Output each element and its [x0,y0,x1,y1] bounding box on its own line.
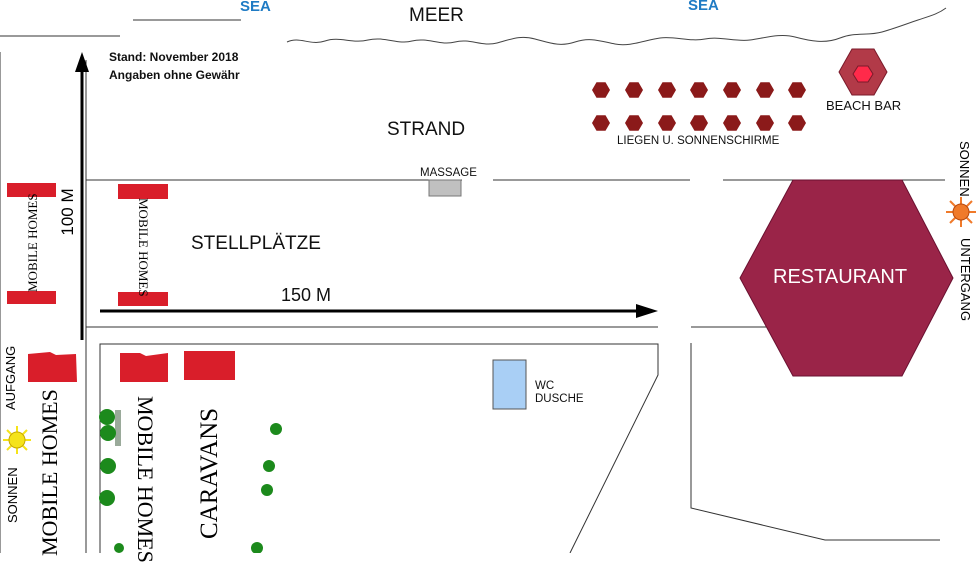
meer-label: MEER [409,5,464,26]
sunrise-sun-icon [3,426,31,454]
parasol-icon [788,115,806,131]
parasol-icon [592,82,610,98]
tree-icon [270,423,282,435]
shrub-marker [115,410,121,446]
parasol-icon [658,115,676,131]
tree-icon [100,425,116,441]
sea-label-left: SEA [240,0,271,15]
restaurant-hexagon [739,179,954,377]
mobile-home-top-right-a [118,184,168,199]
parasol-icon [690,82,708,98]
parasol-icon [690,115,708,131]
parasol-icon [592,115,610,131]
arrow-150m-head [636,304,658,318]
parasol-icon [625,82,643,98]
lower-block-outline [99,343,659,553]
sunrise-label-2: SONNEN [5,467,20,523]
dusche-label: DUSCHE [535,393,584,405]
beach-bar-inner-icon [852,65,874,83]
sea-label-right: SEA [688,0,719,14]
restaurant-label: RESTAURANT [773,266,908,288]
parasol-icon [658,82,676,98]
wc-label: WC [535,380,555,392]
tree-icon [100,458,116,474]
beach-bar-label: BEACH BAR [826,98,902,113]
tree-icon [114,543,124,553]
massage-hut [428,179,462,197]
parasol-icon [756,82,774,98]
mobile-home-lower-a [28,352,77,382]
mobile-home-top-right-b [118,292,168,306]
liegen-label: LIEGEN U. SONNENSCHIRME [617,135,780,147]
parasol-icon [723,115,741,131]
mobile-homes-label-lower-right: MOBILE HOMES [133,396,158,563]
tree-icon [99,490,115,506]
massage-label: MASSAGE [420,167,477,179]
sunset-label-2: UNTERGANG [958,238,973,322]
wc-building [492,359,527,410]
strand-label: STRAND [387,119,466,140]
mobile-homes-label-lower-left: MOBILE HOMES [37,389,62,556]
tree-icon [261,484,273,496]
dimension-150m: 150 M [281,285,332,305]
mobile-homes-label-upper-left: MOBILE HOMES [25,193,40,292]
sunset-sun-icon [946,197,976,227]
arrow-100m-head [75,52,89,72]
tree-group [99,409,282,553]
dimension-100m: 100 M [58,188,77,236]
mobile-homes-label-upper-right: MOBILE HOMES [136,198,151,297]
parasol-group [592,82,806,131]
mobile-home-top-left-b [7,291,56,304]
caravans-label: CARAVANS [196,407,223,539]
coastline [286,7,947,46]
mobile-home-top-left-a [7,183,56,197]
sunset-label-1: SONNEN [957,141,972,197]
parasol-icon [788,82,806,98]
lower-right-block-outline [690,343,940,541]
stellplaetze-label: STELLPLÄTZE [191,233,321,254]
parasol-icon [625,115,643,131]
tree-icon [263,460,275,472]
parasol-icon [756,115,774,131]
tree-icon [251,542,263,553]
mobile-home-lower-c [184,351,235,380]
disclaimer-note: Angaben ohne Gewähr [109,68,240,82]
sunrise-label-1: AUFGANG [3,345,18,410]
mobile-home-lower-b [120,353,168,382]
stand-note: Stand: November 2018 [109,50,239,64]
parasol-icon [723,82,741,98]
tree-icon [99,409,115,425]
